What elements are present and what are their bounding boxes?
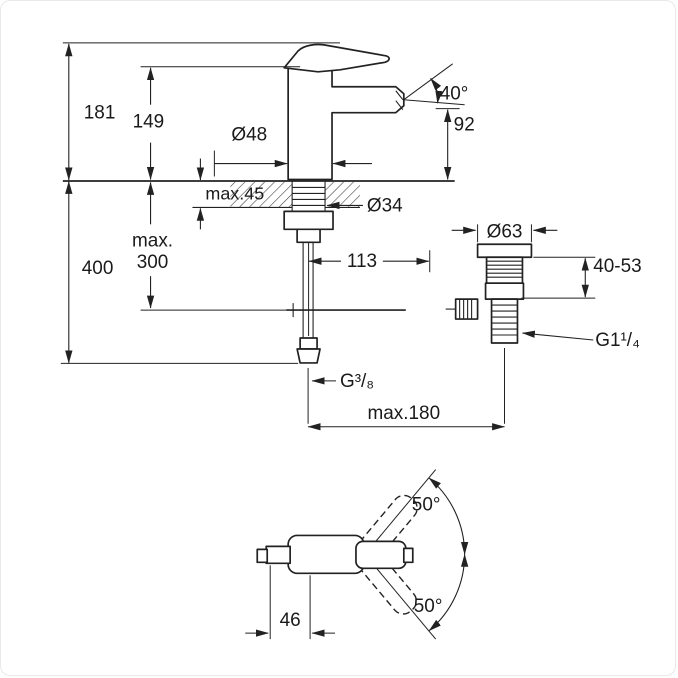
dim-400-label: 400 <box>82 258 114 279</box>
faucet-body <box>287 66 405 181</box>
dim-181-label: 181 <box>84 103 116 124</box>
angle-50-top-label: 50° <box>412 494 441 515</box>
angle-50-bottom-arc <box>428 553 469 632</box>
dimension-labels: 181 149 max. 300 400 Ø48 max.45 Ø34 113 … <box>82 84 642 631</box>
dim-45-label: max.45 <box>205 183 264 203</box>
thread-g114-label: G1¹/₄ <box>595 330 640 351</box>
handle-top-view <box>355 540 407 570</box>
spout-stub <box>265 545 291 565</box>
dim-63-label: Ø63 <box>487 221 523 242</box>
angle-40-arc <box>430 77 443 104</box>
hose-end <box>299 337 318 350</box>
faucet-lever <box>283 43 390 73</box>
mounting-nut <box>283 210 334 231</box>
faucet-top-view <box>245 469 469 640</box>
shank-threads <box>292 186 326 206</box>
dim-180-label: max.180 <box>367 403 440 424</box>
spout-tip <box>256 548 269 564</box>
waste-knob-ribs <box>459 299 473 320</box>
angle-40-label: 40° <box>440 84 469 105</box>
waste-knob <box>454 298 479 320</box>
angle-50-bottom-label: 50° <box>414 596 443 617</box>
dim-48-label: Ø48 <box>231 125 267 146</box>
deck-hatch-left <box>230 181 293 207</box>
waste-tail <box>490 298 519 344</box>
aerator-hatch <box>395 90 404 111</box>
hose-nut <box>296 348 321 364</box>
dim-34-label: Ø34 <box>367 195 403 216</box>
deck-hatch-right <box>325 181 360 207</box>
waste-collar <box>484 282 525 300</box>
dim-149-label: 149 <box>133 112 165 133</box>
dim-113-label: 113 <box>347 251 377 272</box>
dim-max-word-label: max. <box>132 230 173 251</box>
angle-50-top-arc <box>428 477 469 555</box>
angle-40-ray-upper <box>403 63 453 101</box>
dim-300-label: 300 <box>137 252 169 273</box>
faucet-underdeck <box>283 181 406 364</box>
waste-body-ribs <box>486 260 523 278</box>
waste-tail-threads <box>491 304 518 336</box>
faucet-side-view <box>62 43 455 364</box>
dimension-lines <box>60 42 596 431</box>
waste-flange <box>476 243 533 259</box>
dim-4053-label: 40-53 <box>593 256 641 277</box>
hose-coupling <box>296 228 321 244</box>
leader-g114 <box>521 330 594 341</box>
dim-46-label: 46 <box>280 610 301 631</box>
angle-ray-up <box>364 469 437 555</box>
handle-endcap <box>402 547 414 564</box>
popup-waste-view <box>445 243 533 344</box>
thread-g38-label: G³/₈ <box>340 371 374 392</box>
dim-92-label: 92 <box>454 115 475 136</box>
body-top-view <box>287 534 365 575</box>
